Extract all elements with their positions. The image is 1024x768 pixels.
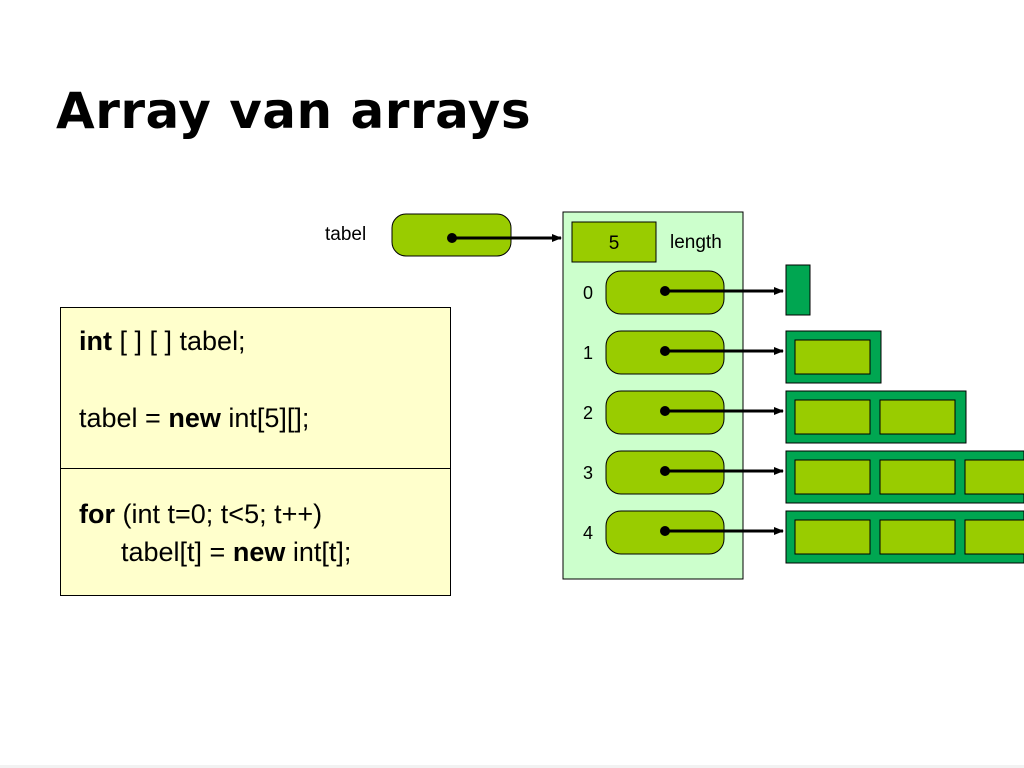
index-label: 4 [583, 523, 593, 543]
inner-array-cell [879, 459, 956, 495]
inner-array-cell [794, 339, 871, 375]
code-text: [ ] [ ] tabel; [112, 326, 246, 356]
index-label: 0 [583, 283, 593, 303]
slide-title: Array van arrays [56, 82, 532, 140]
inner-array-cell [794, 399, 871, 435]
index-label: 1 [583, 343, 593, 363]
code-text: tabel[t] = [121, 537, 233, 567]
code-text: int[t]; [285, 537, 352, 567]
code-divider [61, 468, 450, 469]
keyword-for: for [79, 499, 115, 529]
inner-array-cell [794, 519, 871, 555]
code-allocation: tabel = new int[5][]; [79, 403, 309, 434]
keyword-new: new [232, 537, 286, 567]
code-block: int [ ] [ ] tabel; tabel = new int[5][];… [60, 307, 451, 596]
inner-array-cell [794, 459, 871, 495]
empty-inner-array [785, 264, 811, 316]
code-text: int[5][]; [220, 403, 310, 433]
length-label: length [670, 232, 722, 253]
length-value: 5 [609, 233, 620, 254]
keyword-new: new [168, 403, 221, 433]
length-field [571, 221, 657, 263]
index-label: 3 [583, 463, 593, 483]
variable-label: tabel [325, 224, 366, 245]
inner-array-cell [964, 459, 1024, 495]
inner-array-cell [879, 519, 956, 555]
code-loop-body: tabel[t] = new int[t]; [121, 537, 351, 568]
footer-rule [0, 765, 1024, 768]
inner-array-cell [964, 519, 1024, 555]
code-for-loop: for (int t=0; t<5; t++) [79, 499, 322, 530]
index-label: 2 [583, 403, 593, 423]
code-text: (int t=0; t<5; t++) [115, 499, 323, 529]
code-text: tabel = [79, 403, 169, 433]
code-declaration: int [ ] [ ] tabel; [79, 326, 246, 357]
keyword-int: int [79, 326, 112, 356]
outer-array-slots: 0 1 2 3 4 [583, 264, 1024, 564]
inner-array-cell [879, 399, 956, 435]
